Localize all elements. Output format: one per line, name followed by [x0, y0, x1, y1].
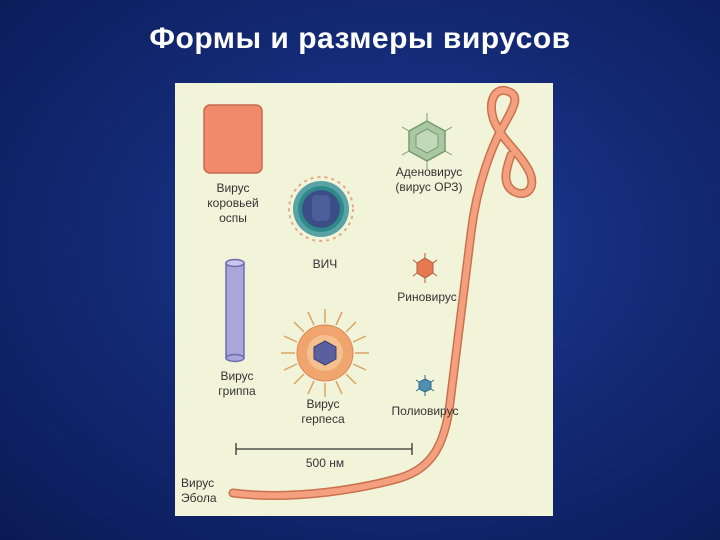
virus-diagram-panel: Вирус коровьей оспы Аденовирус (вирус ОР… — [175, 83, 553, 516]
hiv-virus-shape — [288, 176, 354, 242]
virus-illustrations — [203, 86, 537, 500]
hiv-label: ВИЧ — [312, 257, 338, 271]
ebola-label: Вирус Эбола — [181, 476, 217, 505]
adenovirus-label: Аденовирус (вирус ОРЗ) — [395, 165, 463, 194]
poliovirus-label: Полиовирус — [391, 404, 459, 418]
poliovirus-shape — [415, 375, 435, 396]
rhinovirus-label: Риновирус — [397, 290, 457, 304]
rhinovirus-shape — [412, 253, 438, 283]
cowpox-virus-shape — [203, 104, 263, 174]
herpes-virus-shape — [281, 309, 369, 397]
scale-label: 500 нм — [305, 456, 345, 470]
adenovirus-shape — [401, 113, 453, 169]
scale-bar — [235, 443, 413, 455]
cowpox-label: Вирус коровьей оспы — [207, 181, 259, 225]
slide-title: Формы и размеры вирусов — [149, 22, 571, 55]
ebola-virus-shape — [228, 86, 537, 500]
influenza-virus-shape — [225, 258, 245, 363]
herpes-label: Вирус герпеса — [301, 397, 345, 426]
influenza-label: Вирус гриппа — [218, 369, 256, 398]
